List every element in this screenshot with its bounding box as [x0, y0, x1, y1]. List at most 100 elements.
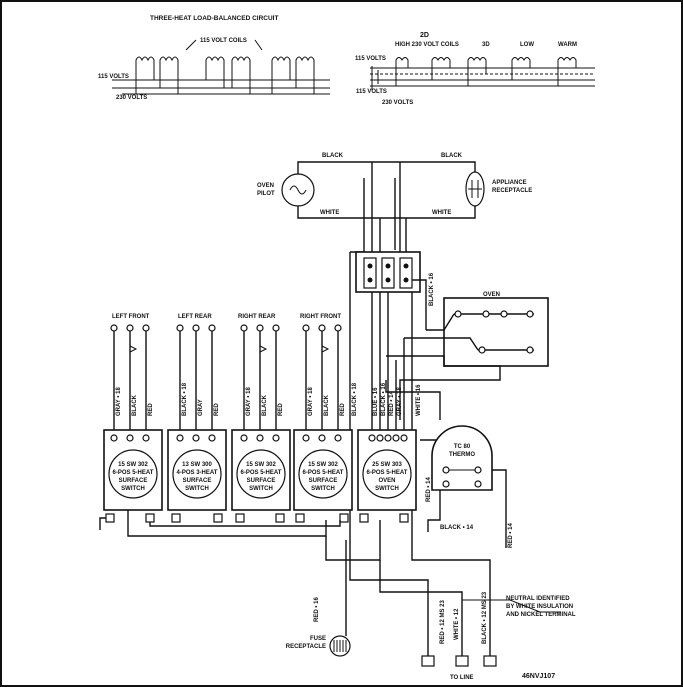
coil-group-3 [271, 56, 315, 94]
rcoils [395, 57, 577, 86]
s3-wire-0: GRAY • 18 [308, 387, 314, 416]
burner-leads-0 [110, 324, 150, 430]
s4-wire-0: BLACK • 18 [352, 382, 358, 416]
warm-label: WARM [558, 42, 577, 48]
s4-wire-2: BLACK • 16 [381, 382, 387, 416]
v115-right-label: 115 VOLTS [355, 56, 386, 62]
oven-wire-a [426, 313, 455, 331]
receptacle-slots [468, 180, 482, 198]
switch-dial-2 [236, 449, 286, 499]
switch-right-rear: 15 SW 302 6-POS 5-HEAT SURFACE SWITCH [231, 429, 291, 511]
oven-feed-wire [412, 279, 427, 330]
fuse-label-1: RECEPTACLE [286, 644, 326, 650]
thermo-line-1: THERMO [449, 452, 475, 458]
coils-arrows [185, 39, 263, 51]
s4-wire-4: GRAY • 18 [397, 387, 403, 416]
line-terminal-red [421, 655, 435, 667]
s1-wire-1: GRAY [198, 399, 204, 416]
s3-wire-2: RED [340, 403, 346, 416]
switch-2-line-2: SURFACE [247, 478, 276, 484]
black-14-wire [427, 490, 441, 532]
switch-2-line-3: SWITCH [249, 486, 273, 492]
switch-oven: 25 SW 303 6-POS 5-HEAT OVEN SWITCH [357, 429, 417, 511]
left-stub [99, 517, 106, 530]
black-12-label: BLACK • 12 MS 23 [482, 591, 488, 644]
neutral-note-0: NEUTRAL IDENTIFIED [506, 596, 570, 602]
v230-right-label: 230 VOLTS [382, 100, 413, 106]
switch-3-line-0: 15 SW 302 [308, 462, 338, 468]
to-line-label: TO LINE [450, 675, 474, 681]
s4-wire-1: BLUE • 16 [373, 387, 379, 416]
neutral-leader [462, 599, 560, 613]
burner-label-2: RIGHT REAR [238, 314, 276, 320]
burner-leads-3 [302, 324, 342, 430]
s1-wire-0: BLACK • 18 [182, 382, 188, 416]
switch-right-front: 15 SW 302 6-POS 5-HEAT SURFACE SWITCH [293, 429, 353, 511]
white-top-wire [297, 206, 476, 219]
line-terminal-black [483, 655, 497, 667]
oven-switch-leads [371, 292, 405, 430]
switch-dial-4 [362, 449, 412, 499]
fuse-receptacle: FUSE RECEPTACLE [286, 634, 351, 657]
oven-wire-b [404, 337, 479, 351]
switch-4-line-3: SWITCH [375, 486, 399, 492]
s4-wire-3: RED • 14 [389, 391, 395, 416]
switch-4-line-0: 25 SW 303 [372, 462, 402, 468]
lower-wiring: BLACK • 14 RED • 14 RED • 14 RED • 16 RE… [99, 380, 514, 660]
switch-row: 15 SW 302 6-POS 5-HEAT SURFACE SWITCH 13… [103, 429, 417, 523]
s1-wire-2: RED [214, 403, 220, 416]
coil-group-2 [205, 56, 251, 94]
oven-wire-c [386, 355, 501, 420]
thermo-line-0: TC 80 [454, 444, 471, 450]
pilot-drop-right [399, 162, 407, 256]
thermo-lead [385, 380, 441, 420]
oven-label: OVEN [483, 292, 500, 298]
coil-group-1 [135, 56, 179, 94]
fuse-threads [333, 640, 347, 652]
neutral-bus-a [127, 510, 327, 537]
oven-box [443, 297, 549, 367]
white-wire-left: WHITE [320, 210, 339, 216]
burner-label-1: LEFT REAR [178, 314, 212, 320]
high-coils-label: HIGH 230 VOLT COILS [395, 42, 459, 48]
switch-3-line-1: 6-POS 5-HEAT [303, 470, 344, 476]
switch-2-line-0: 15 SW 302 [246, 462, 276, 468]
red-14-right-wire [490, 469, 507, 548]
burner-label-0: LEFT FRONT [112, 314, 150, 320]
white-12-label: WHITE • 12 [454, 608, 460, 640]
red-12-wire [349, 510, 429, 660]
white-16-label: WHITE • 16 [416, 384, 422, 416]
rbus-feed [371, 66, 379, 90]
switch-1-line-3: SWITCH [185, 486, 209, 492]
line-terminals: TO LINE NEUTRAL IDENTIFIED BY WHITE INSU… [421, 596, 576, 681]
black-wire-right: BLACK [441, 153, 463, 159]
terminal-3 [399, 257, 413, 289]
switch-left-front: 15 SW 302 6-POS 5-HEAT SURFACE SWITCH [103, 429, 163, 511]
v115b-right-label: 115 VOLTS [356, 89, 387, 95]
low-label: LOW [520, 42, 534, 48]
s0-wire-2: RED [148, 403, 154, 416]
appliance-receptacle-label: APPLIANCE RECEPTACLE [492, 180, 532, 194]
black-top-wire [297, 161, 476, 174]
switch-1-line-1: 4-POS 3-HEAT [177, 470, 218, 476]
col-3d-label: 3D [482, 42, 490, 48]
terminal-block: BLACK • 16 [355, 251, 435, 330]
switch-2-line-1: 6-POS 5-HEAT [241, 470, 282, 476]
black-wire-left: BLACK [322, 153, 344, 159]
three-heat-circuit: THREE-HEAT LOAD-BALANCED CIRCUIT 115 VOL… [98, 15, 330, 101]
high-230-circuit: 2D HIGH 230 VOLT COILS 3D LOW WARM 115 V… [355, 32, 595, 106]
black-16-label: BLACK • 16 [429, 272, 435, 306]
red-14-label: RED • 14 [426, 477, 432, 502]
white-12-wire [379, 560, 463, 660]
s0-wire-1: BLACK [132, 394, 138, 416]
switch-bottom-terminals [105, 513, 409, 523]
switch-0-line-1: 6-POS 5-HEAT [113, 470, 154, 476]
burner-leads: LEFT FRONT LEFT REAR RIGHT REAR RIGHT FR… [110, 252, 413, 430]
receptacle-label-line1: APPLIANCE [492, 180, 527, 186]
s2-wire-1: BLACK [262, 394, 268, 416]
oven-pilot-label: OVEN PILOT [257, 183, 276, 197]
switch-4-line-1: 6-POS 5-HEAT [367, 470, 408, 476]
switch-3-line-2: SURFACE [309, 478, 338, 484]
bus-to-oven [325, 520, 381, 561]
